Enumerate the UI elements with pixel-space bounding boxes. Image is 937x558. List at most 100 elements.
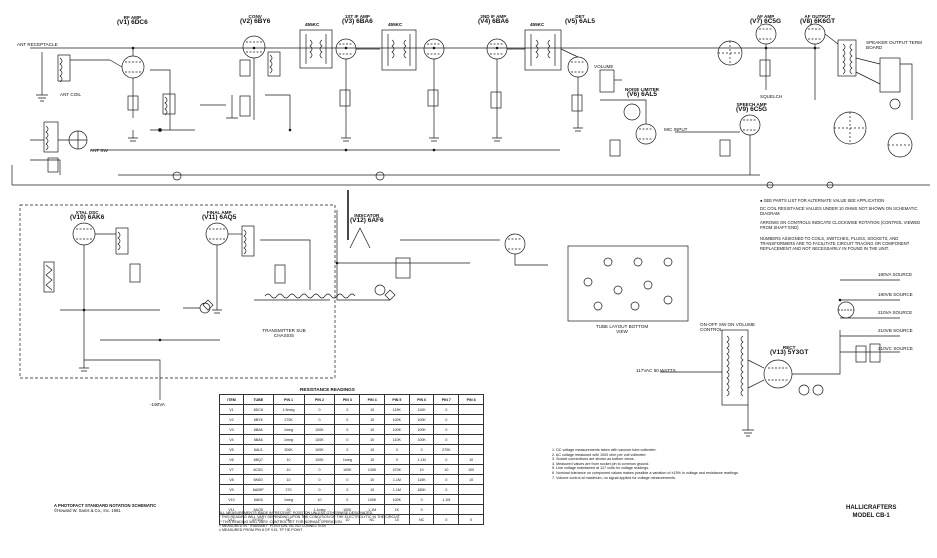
table-cell: V8	[219, 474, 244, 485]
tube-label-v2: CONV (V2) 6BY6	[240, 14, 270, 25]
table-cell: 0	[334, 484, 361, 495]
table-cell: 10	[359, 434, 385, 445]
table-header-cell: ITEM	[219, 394, 244, 405]
table-cell	[458, 404, 484, 415]
table-cell: 1meg	[272, 494, 305, 505]
table-cell: 10	[359, 404, 385, 415]
table-header-cell: PIN 4	[359, 394, 385, 405]
table-cell: 1meg	[334, 454, 361, 465]
table-cell: 10	[359, 414, 385, 425]
table-cell: 10	[272, 474, 305, 485]
note: 2. AC voltage measured with 1000 ohm per…	[552, 452, 647, 457]
table-cell: 0	[334, 404, 361, 415]
table-cell: 0	[334, 414, 361, 425]
table-cell: 6C5G	[242, 464, 274, 475]
table-cell: 100K	[408, 434, 435, 445]
tube-type: (V6) 6AL5	[626, 91, 657, 99]
table-cell: 0	[334, 444, 361, 455]
table-cell: V5	[219, 444, 244, 455]
tube-function: INDICATOR	[354, 213, 380, 218]
footnote: ** THIS READING WILL VARY. CONTROL SET F…	[219, 519, 343, 524]
table-cell: 1meg	[272, 434, 305, 445]
table-cell: 10	[272, 454, 305, 465]
table-cell	[458, 494, 484, 505]
table-header-cell: PIN 1	[272, 394, 305, 405]
transmitter-chassis-label: TRANSMITTER SUB CHASSIS	[262, 328, 306, 338]
tube-function: DET	[575, 14, 585, 19]
supply-tap: 210VC SOURCE	[878, 346, 913, 351]
credit-line: ©Howard W. Sams & Co., Inc. 1961	[54, 508, 121, 513]
ant-switch-label: ANT SW	[90, 148, 108, 153]
table-cell: 180K	[408, 484, 435, 495]
table-cell: V3	[219, 424, 244, 435]
tube-type: (V2) 6BY6	[240, 18, 271, 26]
tube-function: NOISE LIMITER	[625, 87, 659, 92]
table-cell	[458, 484, 484, 495]
table-cell: 0	[334, 494, 361, 505]
table-footnotes: ALL MEASUREMENTS MADE IN "RECEIVE" POSIT…	[219, 511, 519, 532]
tube-label-v12: INDICATOR (V12) 6AF6	[350, 213, 384, 224]
table-cell: 0	[303, 464, 336, 475]
tube-label-v13: RECT (V13) 5Y3GT	[770, 345, 808, 356]
tube-type: (V9) 6C5G	[736, 106, 768, 114]
table-cell: 6BA6	[242, 424, 274, 435]
ant-receptacle-label: ANT RECEPTACLE	[17, 42, 58, 47]
table-cell	[458, 434, 484, 445]
tube-type: (V1) 6DC6	[117, 19, 148, 27]
table-cell: V2	[219, 414, 244, 425]
table-cell: 0	[458, 514, 484, 525]
table-header-cell: PIN 3	[334, 394, 361, 405]
table-cell: 1.5meg	[272, 404, 305, 415]
table-cell: 6K6G	[242, 474, 274, 485]
brand-name: HALLICRAFTERS	[846, 505, 897, 511]
note: 4. Measured values are from socket pin t…	[552, 461, 650, 466]
table-cell: 0	[334, 434, 361, 445]
table-cell: 0	[303, 414, 336, 425]
table-cell: 100K	[303, 444, 336, 455]
note: DC COIL RESISTANCE VALUES UNDER 10 OHMS …	[760, 206, 918, 217]
footnote: * THIS READING WILL VARY DEPENDING UPON …	[219, 515, 401, 520]
table-header-cell: PIN 7	[433, 394, 460, 405]
table-cell: 0	[334, 424, 361, 435]
footnote: ALL MEASUREMENTS MADE IN "RECEIVE" POSIT…	[219, 511, 374, 515]
table-cell: 0	[433, 484, 460, 495]
supply-tap: 210VA SOURCE	[878, 310, 913, 315]
table-cell: 100K	[359, 494, 385, 505]
table-cell: 100K	[303, 434, 336, 445]
tube-type: (V10) 6AK6	[70, 214, 105, 222]
speaker-output-label: SPEAKER OUTPUT TERM BOARD	[866, 40, 922, 50]
table-cell: 6A05P	[242, 484, 274, 495]
tube-type: (V3) 6BA6	[342, 18, 373, 26]
tube-label-v3: 1ST IF AMP (V3) 6BA6	[342, 14, 373, 25]
table-cell: V10	[219, 494, 244, 505]
footnote: ‡ MEASURED FROM PIN 8 OF V13. TP TIE POI…	[219, 528, 303, 533]
table-cell: 0	[303, 474, 336, 485]
right-notes: ● SEE PARTS LIST FOR ALTERNATE VALUE SEE…	[760, 198, 930, 252]
tube-function: RF AMP	[123, 15, 142, 20]
table-cell: V6	[219, 454, 244, 465]
table-cell: 0	[433, 434, 460, 445]
tube-function: 2ND IF AMP	[480, 14, 507, 19]
table-cell: 130K	[359, 464, 385, 475]
supply-tap: 210VB SOURCE	[878, 328, 913, 333]
table-cell: 270K	[433, 444, 460, 455]
table-cell: 0	[408, 494, 435, 505]
photofact-credit: A PHOTOFACT STANDARD NOTATION SCHEMATIC …	[54, 503, 156, 513]
squelch-label: SQUELCH	[760, 94, 783, 99]
table-cell: 0	[433, 414, 460, 425]
table-cell: 6AL5	[242, 444, 274, 455]
table-cell: 0	[383, 444, 410, 455]
tube-label-v9: SPEECH AMP (V9) 6C5G	[736, 102, 767, 113]
table-cell: 10	[272, 464, 305, 475]
table-cell: 6DC6	[242, 404, 274, 415]
table-cell: 100K	[303, 424, 336, 435]
tube-label-v1: RF AMP (V1) 6DC6	[117, 15, 148, 26]
table-cell: 300K	[272, 444, 305, 455]
